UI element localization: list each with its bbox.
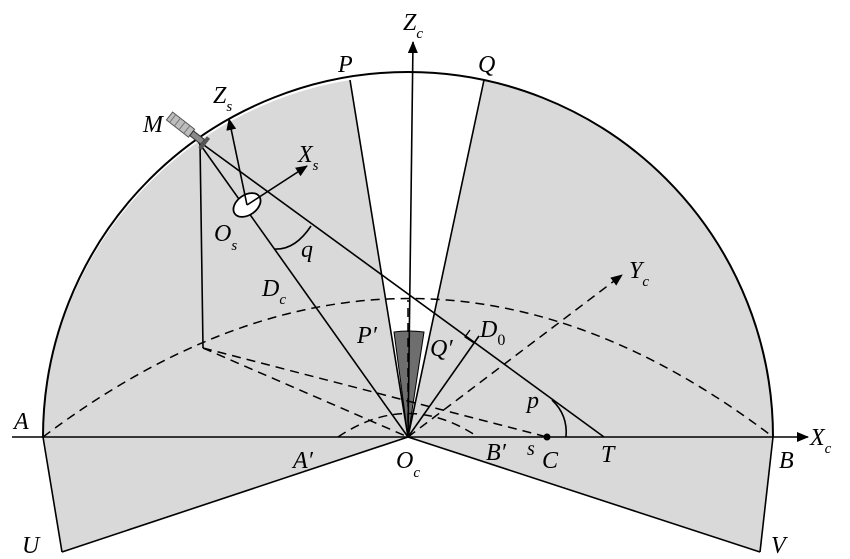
label-xs: Xs	[297, 142, 319, 174]
label-b-prime: B′	[486, 440, 507, 466]
label-p: P	[337, 52, 353, 78]
label-zc: Zc	[403, 10, 423, 42]
line-oc-v	[407, 436, 761, 553]
right-angle-mark	[464, 329, 480, 344]
label-p-angle: p	[525, 388, 539, 414]
label-xc: Xc	[809, 425, 832, 457]
label-p-prime: P′	[356, 323, 378, 349]
right-shaded-region	[408, 80, 774, 552]
label-s: s	[527, 438, 535, 460]
outer-arc	[42, 71, 774, 438]
line-oc-p	[349, 79, 409, 438]
label-os: Os	[214, 221, 237, 254]
vertical-drop-m	[199, 141, 204, 349]
line-oc-u	[61, 436, 409, 553]
dashed-foot-to-oc	[202, 347, 409, 438]
satellite-icon	[165, 111, 211, 150]
line-oc-d0	[407, 335, 480, 438]
label-zs: Zs	[213, 83, 232, 115]
point-c	[543, 433, 551, 441]
label-oc: Oc	[396, 448, 420, 481]
line-m-t	[196, 139, 605, 438]
label-c: C	[542, 448, 559, 474]
label-q-prime: Q′	[430, 336, 453, 362]
label-b: B	[779, 448, 794, 474]
line-m-oc	[196, 139, 409, 438]
label-m: M	[142, 112, 165, 138]
shaded-regions	[43, 80, 774, 552]
label-t: T	[601, 442, 616, 468]
label-a: A	[12, 409, 29, 435]
label-q: Q	[478, 52, 495, 78]
left-shaded-region	[43, 80, 408, 552]
zc-axis	[407, 41, 418, 438]
label-u: U	[22, 533, 41, 559]
label-d0: D0	[479, 317, 505, 349]
angle-q-arc	[274, 225, 312, 250]
angle-p-arc	[551, 399, 568, 438]
line-oc-q	[407, 79, 485, 438]
zs-axis	[226, 118, 248, 206]
label-yc: Yc	[629, 258, 649, 290]
boundary-right-lower	[759, 436, 774, 553]
label-q-angle: q	[301, 237, 313, 263]
xs-axis	[246, 165, 308, 206]
boundary-left-lower	[42, 436, 63, 553]
dashed-small-arc	[337, 412, 479, 438]
label-v: V	[771, 533, 788, 559]
label-a-prime: A′	[291, 448, 314, 474]
label-dc: Dc	[261, 276, 286, 308]
